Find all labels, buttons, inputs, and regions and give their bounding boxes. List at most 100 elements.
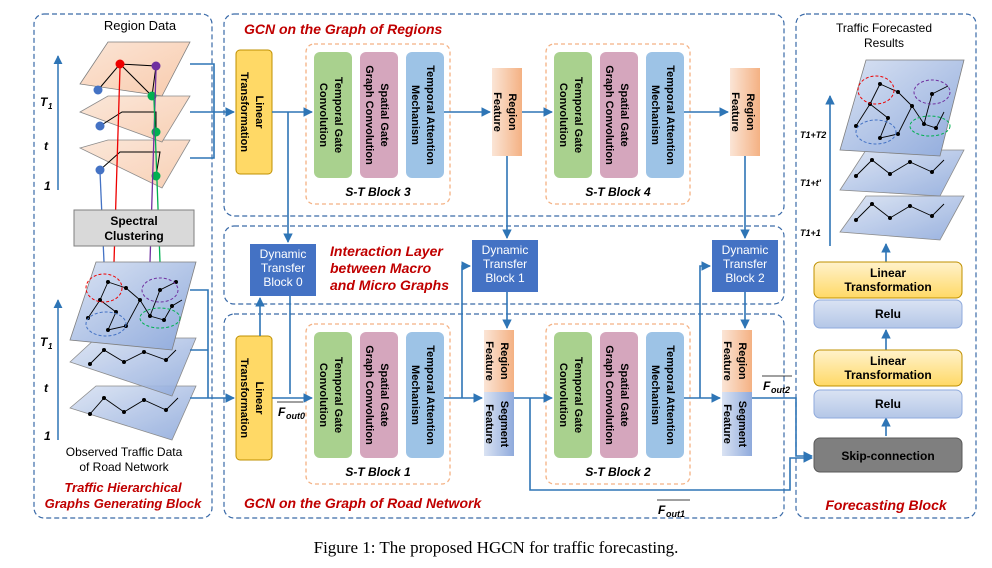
text-line: Transfer (723, 257, 767, 271)
st-block-1-label: S-T Block 1 (345, 465, 411, 479)
svg-text:out0: out0 (286, 411, 305, 421)
text-line: Temporal Gate (572, 357, 584, 433)
svg-text:F: F (658, 503, 666, 517)
svg-text:Skip-connection: Skip-connection (841, 449, 934, 463)
text-line: Graph Convolution (603, 65, 615, 165)
region-feature-top-2: RegionFeature (729, 68, 760, 156)
svg-text:out2: out2 (771, 385, 790, 395)
text-line: Linear (870, 354, 906, 368)
region-layers (78, 41, 191, 263)
forecast-time-labels: T1+T2 T1+t' T1+1 (800, 130, 826, 238)
svg-text:out1: out1 (666, 509, 685, 519)
text-line: of Road Network (79, 460, 169, 474)
text-line: Transfer (261, 261, 305, 275)
text-line: Temporal Gate (572, 77, 584, 153)
text-line: Spatial Gate (618, 363, 630, 427)
text-line: Dynamic (482, 243, 529, 257)
region-feature-top-1: RegionFeature (491, 68, 522, 156)
forecast-relu-1: Relu (813, 299, 963, 329)
text-line: Linear (253, 381, 265, 415)
svg-text:Relu: Relu (875, 397, 901, 411)
text-line: Region (498, 342, 510, 380)
text-line: Feature (721, 341, 733, 381)
svg-text:RegionFeature: RegionFeature (721, 341, 748, 381)
st-block-3-frame (305, 43, 451, 205)
text-line: Segment (498, 401, 510, 448)
text-line: Block 0 (263, 275, 303, 289)
spectral-clustering-box (73, 209, 195, 247)
text-line: Feature (483, 341, 495, 381)
text-line: Block 2 (725, 271, 765, 285)
text-line: Convolution (317, 363, 329, 427)
gcn-road-panel (223, 313, 785, 519)
svg-text:Temporal GateConvolution: Temporal GateConvolution (317, 357, 344, 433)
svg-text:SegmentFeature: SegmentFeature (721, 401, 748, 448)
hgcn-diagram: GCN on the Graph of Regions GCN on the G… (33, 13, 977, 519)
text-line: Linear (870, 266, 906, 280)
svg-text:Spatial GateGraph Convolution: Spatial GateGraph Convolution (603, 65, 630, 165)
svg-text:1: 1 (48, 342, 53, 351)
st-block-1-frame (305, 323, 451, 485)
f-out2-label: F out2 (762, 375, 792, 395)
text-line: Convolution (317, 83, 329, 147)
st3-temporal-gate: Temporal GateConvolution (314, 52, 352, 178)
text-line: Feature (483, 404, 495, 444)
region-data-label: Region Data (104, 18, 177, 33)
svg-text:T1+t': T1+t' (800, 178, 822, 188)
svg-text:LinearTransformation: LinearTransformation (238, 358, 265, 438)
text-line: Region (736, 342, 748, 380)
svg-text:Spatial GateGraph Convolution: Spatial GateGraph Convolution (363, 345, 390, 445)
text-line: Mechanism (649, 85, 661, 145)
st1-temporal-attention: Temporal AttentionMechanism (406, 332, 444, 458)
text-line: Region (506, 93, 518, 131)
region-segment-feature-2: RegionFeature SegmentFeature (721, 330, 752, 456)
text-line: Transfer (483, 257, 527, 271)
text-line: Temporal Attention (424, 345, 436, 445)
text-line: Results (864, 36, 904, 50)
text-line: Temporal Gate (332, 77, 344, 153)
text-line: Graph Convolution (363, 65, 375, 165)
text-line: Mechanism (409, 365, 421, 425)
forecasting-panel (795, 13, 977, 519)
text-line: Clustering (104, 229, 163, 243)
st-block-2-label: S-T Block 2 (585, 465, 651, 479)
text-line: Observed Traffic Data (66, 445, 183, 459)
st-block-2-frame (545, 323, 691, 485)
svg-text:RegionFeature: RegionFeature (491, 92, 518, 132)
hierarchical-panel (33, 13, 213, 519)
text-line: Segment (736, 401, 748, 448)
svg-text:Temporal AttentionMechanism: Temporal AttentionMechanism (649, 345, 676, 445)
st-block-4-label: S-T Block 4 (585, 185, 651, 199)
text-line: Graphs Generating Block (45, 496, 203, 511)
svg-text:Temporal AttentionMechanism: Temporal AttentionMechanism (649, 65, 676, 165)
svg-text:1: 1 (44, 179, 51, 193)
text-line: Mechanism (649, 365, 661, 425)
svg-text:1: 1 (48, 102, 53, 111)
svg-text:RegionFeature: RegionFeature (483, 341, 510, 381)
text-line: Transformation (238, 72, 250, 152)
st2-temporal-attention: Temporal AttentionMechanism (646, 332, 684, 458)
st4-spatial-gate: Spatial GateGraph Convolution (600, 52, 638, 178)
svg-text:Temporal AttentionMechanism: Temporal AttentionMechanism (409, 65, 436, 165)
text-line: Block 1 (485, 271, 525, 285)
svg-text:T: T (40, 95, 49, 109)
text-line: Transformation (238, 358, 250, 438)
svg-text:LinearTransformation: LinearTransformation (238, 72, 265, 152)
text-line: Temporal Attention (664, 345, 676, 445)
st4-temporal-gate: Temporal GateConvolution (554, 52, 592, 178)
text-line: Convolution (557, 83, 569, 147)
svg-text:T: T (40, 335, 49, 349)
text-line: Spatial Gate (378, 363, 390, 427)
svg-text:Temporal AttentionMechanism: Temporal AttentionMechanism (409, 345, 436, 445)
text-line: and Micro Graphs (330, 277, 449, 293)
text-line: Graph Convolution (363, 345, 375, 445)
figure-caption: Figure 1: The proposed HGCN for traffic … (313, 538, 679, 557)
